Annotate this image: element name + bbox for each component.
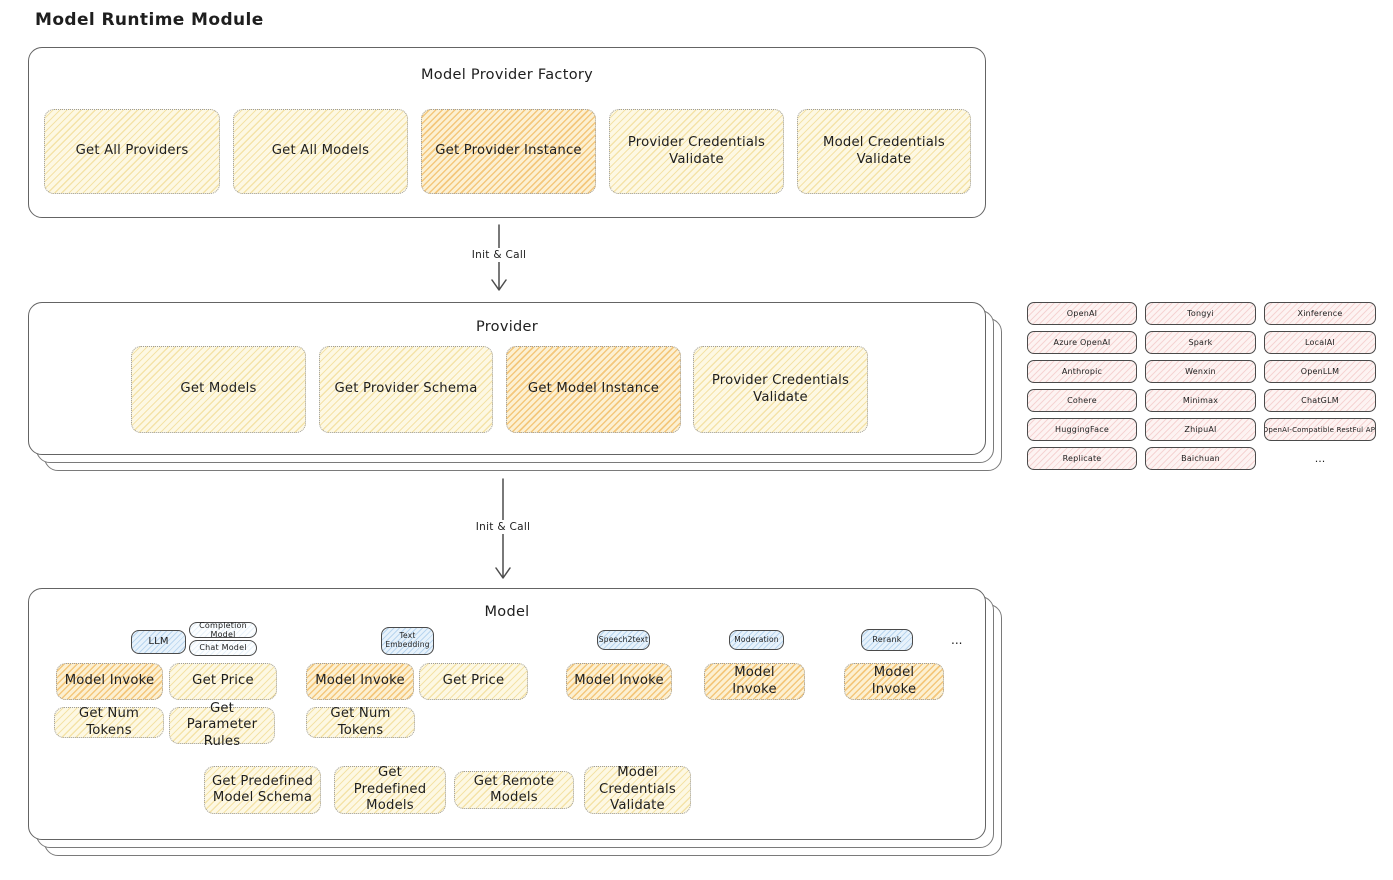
provider-pill-tongyi: Tongyi: [1145, 302, 1256, 325]
fn-get-provider-schema: Get Provider Schema: [319, 346, 493, 433]
fn-provider-credentials-validate: Provider Credentials Validate: [609, 109, 784, 194]
model-panel: Model LLM Completion Model Chat Model Te…: [28, 588, 986, 840]
fn-get-all-providers: Get All Providers: [44, 109, 220, 194]
provider-pill-minimax: Minimax: [1145, 389, 1256, 412]
tag-completion-model: Completion Model: [189, 621, 257, 639]
provider-pill-azure-openai: Azure OpenAI: [1027, 331, 1137, 354]
provider-pill-openai-compatible: OpenAI-Compatible RestFul API: [1264, 418, 1376, 441]
factory-panel: Model Provider Factory Get All Providers…: [28, 47, 986, 218]
model-tags-more-ellipsis: ...: [951, 633, 963, 647]
provider-pill-zhipuai: ZhipuAI: [1145, 418, 1256, 441]
providers-more-ellipsis: ...: [1314, 452, 1326, 465]
provider-pill-openllm: OpenLLM: [1264, 360, 1376, 383]
fn-model-invoke-text-embedding: Model Invoke: [306, 663, 414, 700]
provider-pill-replicate: Replicate: [1027, 447, 1137, 470]
provider-pill-xinference: Xinference: [1264, 302, 1376, 325]
fn-get-price-text-embedding: Get Price: [419, 663, 528, 700]
tag-text-embedding: Text Embedding: [381, 627, 434, 655]
fn-provider-credentials-validate-2: Provider Credentials Validate: [693, 346, 868, 433]
provider-pill-openai: OpenAI: [1027, 302, 1137, 325]
tag-chat-model: Chat Model: [189, 640, 257, 656]
provider-pill-chatglm: ChatGLM: [1264, 389, 1376, 412]
tag-moderation: Moderation: [729, 630, 784, 650]
tag-llm: LLM: [131, 630, 186, 654]
fn-get-all-models: Get All Models: [233, 109, 408, 194]
provider-pill-localai: LocalAI: [1264, 331, 1376, 354]
fn-get-num-tokens-text-embedding: Get Num Tokens: [306, 706, 415, 738]
fn-get-predefined-models: Get Predefined Models: [334, 765, 446, 814]
arrow-label-init-call-2: Init & Call: [458, 520, 548, 534]
fn-model-invoke-rerank: Model Invoke: [844, 663, 944, 700]
fn-model-credentials-validate: Model Credentials Validate: [797, 109, 971, 194]
fn-get-models: Get Models: [131, 346, 306, 433]
provider-pill-huggingface: HuggingFace: [1027, 418, 1137, 441]
fn-get-model-instance: Get Model Instance: [506, 346, 681, 433]
fn-model-invoke-llm: Model Invoke: [56, 663, 163, 700]
fn-get-num-tokens-llm: Get Num Tokens: [54, 706, 164, 738]
provider-pill-baichuan: Baichuan: [1145, 447, 1256, 470]
page-title: Model Runtime Module: [35, 10, 264, 30]
fn-get-price-llm: Get Price: [169, 663, 277, 700]
fn-get-remote-models: Get Remote Models: [454, 771, 574, 809]
provider-panel-title: Provider: [475, 319, 539, 335]
provider-pill-anthropic: Anthropic: [1027, 360, 1137, 383]
arrow-label-init-call-1: Init & Call: [454, 248, 544, 262]
provider-pill-wenxin: Wenxin: [1145, 360, 1256, 383]
fn-model-invoke-speech2text: Model Invoke: [566, 663, 672, 700]
provider-panel: Provider Get Models Get Provider Schema …: [28, 302, 986, 455]
tag-speech2text: Speech2text: [597, 630, 650, 650]
model-panel-title: Model: [484, 604, 530, 620]
fn-get-provider-instance: Get Provider Instance: [421, 109, 596, 194]
providers-grid: OpenAI Tongyi Xinference Azure OpenAI Sp…: [1027, 302, 1376, 470]
fn-get-predefined-model-schema: Get Predefined Model Schema: [204, 766, 321, 814]
tag-rerank: Rerank: [861, 629, 913, 651]
fn-get-parameter-rules: Get Parameter Rules: [169, 701, 275, 749]
provider-pill-cohere: Cohere: [1027, 389, 1137, 412]
fn-model-invoke-moderation: Model Invoke: [704, 663, 805, 700]
provider-pill-spark: Spark: [1145, 331, 1256, 354]
factory-panel-title: Model Provider Factory: [420, 67, 594, 83]
fn-model-credentials-validate-2: Model Credentials Validate: [584, 765, 691, 814]
